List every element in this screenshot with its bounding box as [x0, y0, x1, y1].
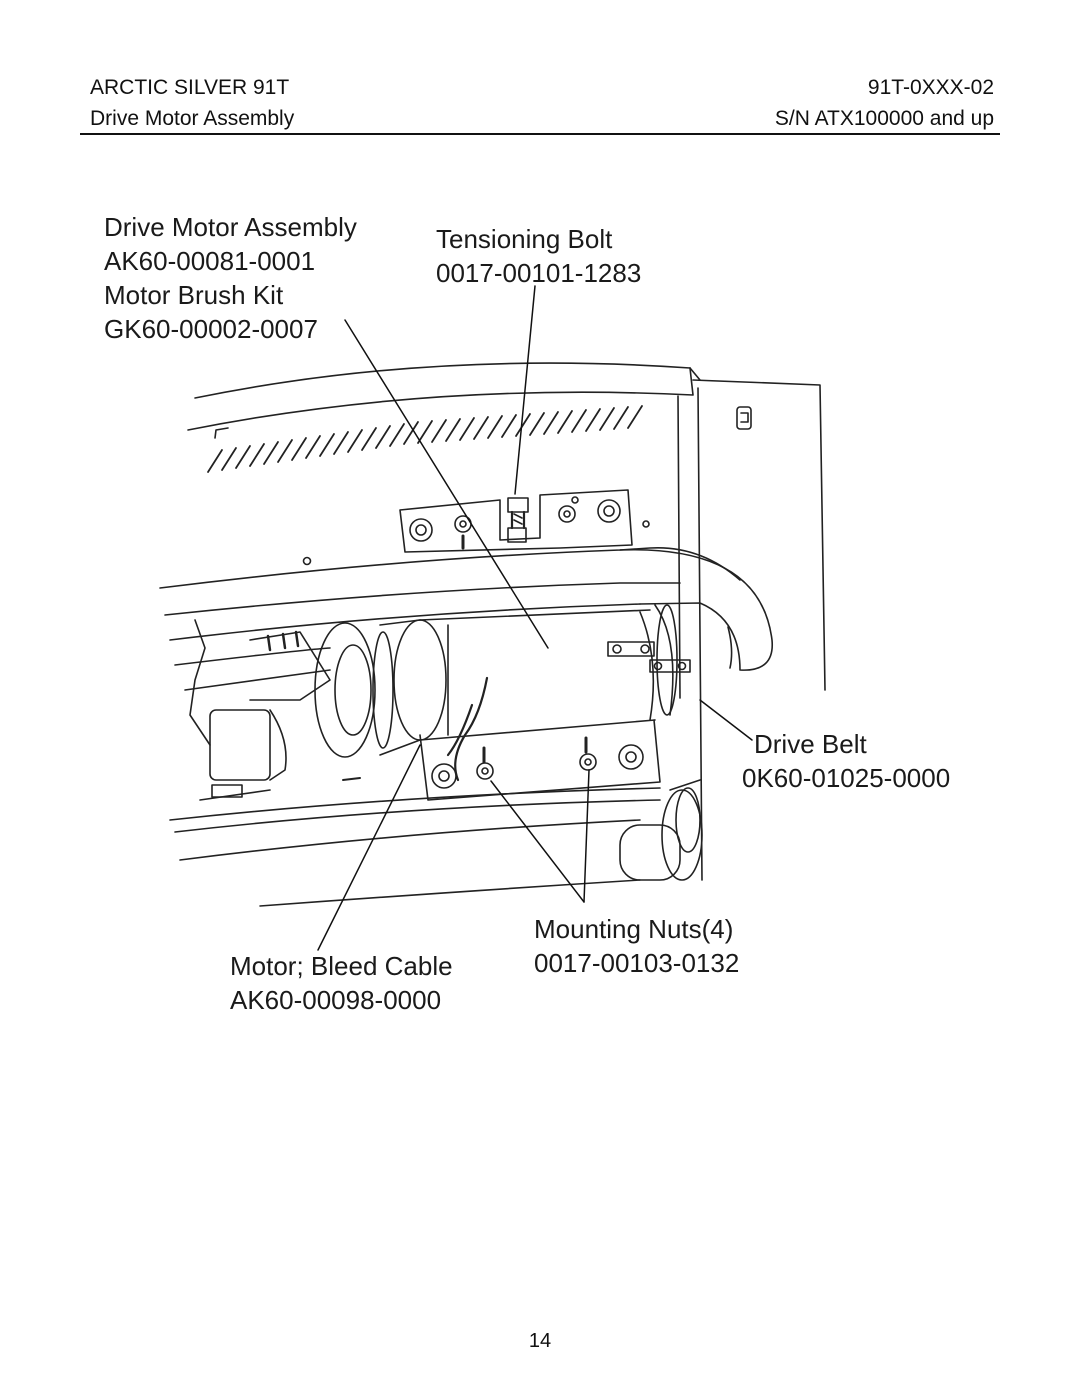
- callout-tensioning-bolt-name: Tensioning Bolt: [436, 224, 613, 254]
- callout-brush-kit-part: GK60-00002-0007: [104, 314, 318, 344]
- callout-bleed-cable-name: Motor; Bleed Cable: [230, 951, 453, 981]
- header-rule: [80, 133, 1000, 135]
- page-number: 14: [528, 1330, 552, 1352]
- callout-brush-kit-name: Motor Brush Kit: [104, 280, 284, 310]
- leader-drive-motor: [344, 319, 549, 649]
- callout-drive-belt-name: Drive Belt: [754, 729, 867, 759]
- callout-mounting-nuts-part: 0017-00103-0132: [534, 948, 740, 978]
- leader-drive-belt: [699, 699, 753, 741]
- callout-mounting-nuts-name: Mounting Nuts(4): [534, 914, 734, 944]
- callout-tensioning-bolt-part: 0017-00101-1283: [436, 258, 642, 288]
- leader-mounting-nuts-b: [583, 769, 590, 903]
- callout-drive-belt-part: 0K60-01025-0000: [742, 763, 951, 793]
- serial-range: S/N ATX100000 and up: [774, 107, 994, 130]
- leader-bleed-cable: [317, 744, 421, 951]
- product-title: ARCTIC SILVER 91T: [90, 76, 290, 99]
- section-title: Drive Motor Assembly: [90, 107, 295, 130]
- callout-drive-motor-name: Drive Motor Assembly: [104, 212, 357, 242]
- leader-lines: [317, 285, 753, 951]
- callout-drive-motor-part: AK60-00081-0001: [104, 246, 316, 276]
- callout-bleed-cable-part: AK60-00098-0000: [230, 985, 442, 1015]
- model-code: 91T-0XXX-02: [867, 76, 994, 99]
- vent-slots: [207, 405, 643, 473]
- leader-mounting-nuts-a: [490, 780, 585, 903]
- leader-tensioning-bolt: [514, 285, 536, 495]
